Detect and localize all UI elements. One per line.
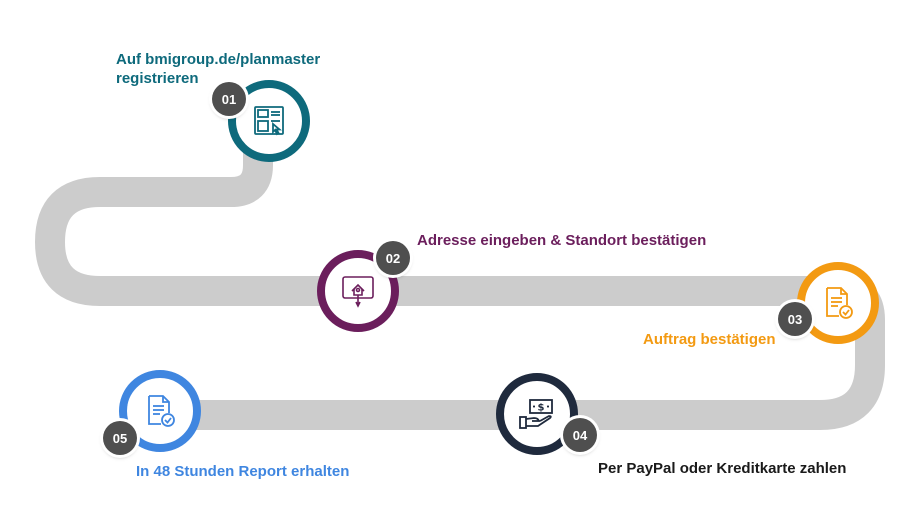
step-04-label: Per PayPal oder Kreditkarte zahlen — [598, 460, 847, 477]
step-05-badge: 05 — [103, 421, 137, 455]
step-01-badge: 01 — [212, 82, 246, 116]
step-03-label: Auftrag bestätigen — [643, 331, 776, 348]
step-02-badge: 02 — [376, 241, 410, 275]
step-01-label-line2: registrieren — [116, 70, 199, 87]
road-stroke — [35, 140, 885, 430]
step-02-label: Adresse eingeben & Standort bestätigen — [417, 232, 707, 249]
step-01-label-line1: Auf bmigroup.de/planmaster — [116, 51, 321, 68]
step-03-circle[interactable] — [797, 262, 879, 344]
tablet-location-icon — [342, 276, 374, 308]
report-check-icon — [148, 395, 175, 427]
web-form-icon — [254, 106, 284, 136]
step-01-label: Auf bmigroup.de/planmaster registrieren — [116, 50, 320, 88]
document-check-icon — [826, 287, 853, 319]
hand-money-icon: $ — [519, 399, 553, 429]
step-04-badge: 04 — [563, 418, 597, 452]
svg-text:$: $ — [538, 403, 545, 414]
step-05-label: In 48 Stunden Report erhalten — [136, 463, 350, 480]
step-03-badge: 03 — [778, 302, 812, 336]
